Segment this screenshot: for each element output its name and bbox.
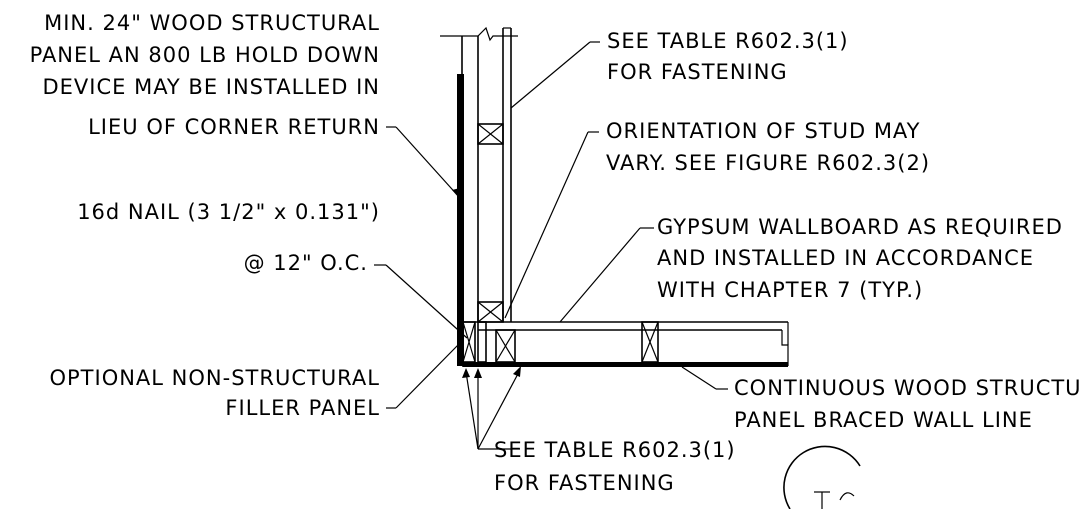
note-continuous-line-2: PANEL BRACED WALL LINE <box>734 408 1033 432</box>
note-fastening-top-line-1: SEE TABLE R602.3(1) <box>607 29 849 53</box>
stud-corner-2 <box>477 321 487 363</box>
note-fastening-bottom-line-1: SEE TABLE R602.3(1) <box>494 438 736 462</box>
note-corner-panel-line-2: PANEL AN 800 LB HOLD DOWN <box>30 43 380 67</box>
continuous-structural-panel <box>463 362 788 367</box>
wall-stud-x-upper <box>477 123 504 145</box>
stud-corner-1 <box>462 321 476 363</box>
stud-mid <box>641 321 659 363</box>
horizontal-wall <box>461 321 789 367</box>
note-fastening-bottom-line-2: FOR FASTENING <box>494 471 675 495</box>
note-nail-line-1: 16d NAIL (3 1/2" x 0.131") <box>77 200 380 224</box>
note-corner-panel-line-3: DEVICE MAY BE INSTALLED IN <box>42 75 380 99</box>
section-marker <box>783 445 861 510</box>
note-stud-orientation: ORIENTATION OF STUD MAY VARY. SEE FIGURE… <box>606 119 930 175</box>
note-fastening-bottom: SEE TABLE R602.3(1) FOR FASTENING <box>494 438 736 495</box>
corner-structural-panel <box>457 74 464 366</box>
note-continuous-line-1: CONTINUOUS WOOD STRUCTURAL <box>734 376 1079 400</box>
note-gypsum-line-3: WITH CHAPTER 7 (TYP.) <box>657 278 923 302</box>
note-fastening-top-line-2: FOR FASTENING <box>607 60 788 84</box>
note-filler: OPTIONAL NON-STRUCTURAL FILLER PANEL <box>49 366 380 420</box>
note-nail-line-2: @ 12" O.C. <box>244 251 368 275</box>
note-corner-panel: MIN. 24" WOOD STRUCTURAL PANEL AN 800 LB… <box>30 11 380 139</box>
note-stud-orientation-line-1: ORIENTATION OF STUD MAY <box>606 119 921 143</box>
note-stud-orientation-line-2: VARY. SEE FIGURE R602.3(2) <box>606 151 930 175</box>
note-filler-line-2: FILLER PANEL <box>225 396 380 420</box>
note-nail: 16d NAIL (3 1/2" x 0.131") @ 12" O.C. <box>77 200 380 275</box>
stud-corner-3 <box>495 329 516 363</box>
note-continuous: CONTINUOUS WOOD STRUCTURAL PANEL BRACED … <box>734 376 1079 432</box>
note-gypsum-line-2: AND INSTALLED IN ACCORDANCE <box>657 246 1034 270</box>
wall-stud-x-corner <box>477 301 504 323</box>
note-corner-panel-line-1: MIN. 24" WOOD STRUCTURAL <box>44 11 380 35</box>
note-gypsum-line-1: GYPSUM WALLBOARD AS REQUIRED <box>657 215 1063 239</box>
note-corner-panel-line-4: LIEU OF CORNER RETURN <box>88 115 380 139</box>
leader-lines <box>374 41 728 450</box>
vertical-wall <box>440 26 518 366</box>
note-filler-line-1: OPTIONAL NON-STRUCTURAL <box>49 366 380 390</box>
note-gypsum: GYPSUM WALLBOARD AS REQUIRED AND INSTALL… <box>657 215 1063 302</box>
note-fastening-top: SEE TABLE R602.3(1) FOR FASTENING <box>607 29 849 84</box>
